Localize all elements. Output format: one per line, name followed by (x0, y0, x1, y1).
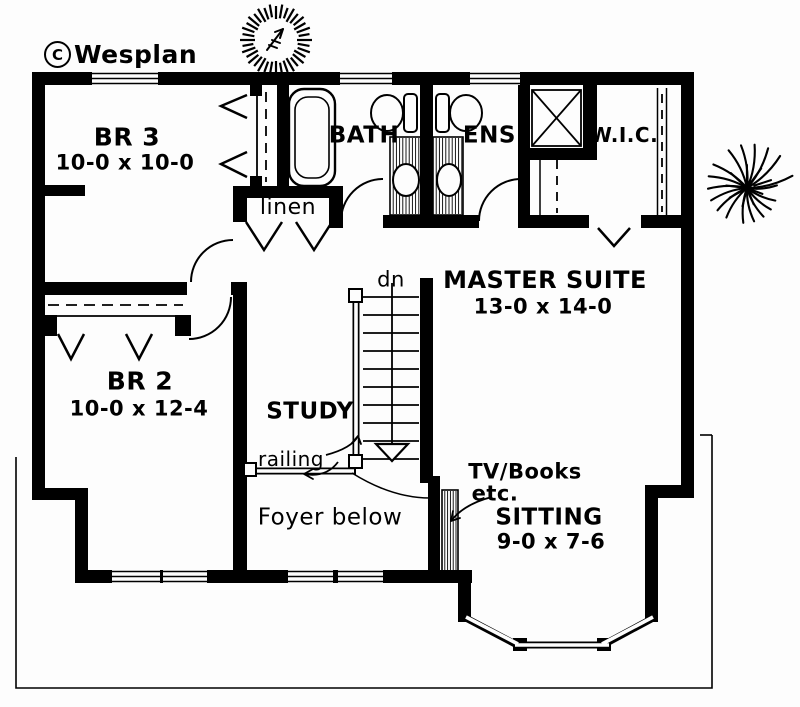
room-label-linen: linen (259, 195, 317, 220)
foyer-below-label: Foyer below (257, 504, 403, 531)
room-label-br3: BR 3 (93, 122, 161, 152)
tv-bookshelf (441, 489, 459, 583)
toilet-bath (370, 93, 418, 133)
toilet-ens (435, 93, 483, 133)
room-label-master: MASTER SUITE (443, 266, 647, 294)
ens-door-arc (478, 178, 522, 222)
stairs (348, 283, 431, 499)
vanity-bath (389, 136, 423, 216)
linen-bifold-doors (244, 221, 334, 253)
shower (531, 89, 582, 147)
br2-door-arc (188, 296, 232, 340)
stair-down-arrow (373, 442, 411, 463)
stairs-down-label: dn (377, 267, 405, 292)
room-label-sitting: SITTING (495, 504, 603, 531)
br3-closet (217, 88, 267, 184)
wic-closet-rods (539, 88, 668, 215)
brand-name: Wesplan (74, 40, 198, 69)
master-entry-marker (597, 227, 631, 248)
room-dims-br2: 10-0 x 12-4 (69, 396, 209, 421)
room-label-study: STUDY (266, 398, 354, 425)
railing-line (243, 462, 356, 477)
door-arcs (188, 178, 522, 340)
br2-closet (48, 304, 183, 362)
tree-icon (706, 143, 794, 224)
etc-label: etc. (471, 481, 519, 506)
vanity-ens (432, 136, 464, 216)
north-sun-icon (240, 4, 312, 76)
tv-books-arrow (450, 496, 493, 522)
room-dims-sitting: 9-0 x 7-6 (496, 529, 606, 554)
bay-window (462, 613, 657, 650)
room-dims-br3: 10-0 x 10-0 (55, 150, 195, 175)
tv-books-label: TV/Books (468, 459, 582, 484)
room-label-bath: BATH (328, 122, 400, 149)
copyright-icon: C (44, 41, 71, 68)
hall-door-arc (190, 239, 234, 283)
lower-floor-outline (15, 434, 713, 689)
room-dims-master: 13-0 x 14-0 (473, 294, 613, 319)
railing-label: railing (257, 447, 325, 471)
room-label-wic: W.I.C. (589, 123, 659, 147)
bathtub (287, 87, 337, 188)
room-label-br2: BR 2 (106, 366, 174, 396)
room-label-ens: ENS. (462, 122, 526, 149)
annotation-arrows (303, 435, 493, 522)
bath-door-arc (340, 178, 384, 222)
brand-mark: C Wesplan (44, 40, 197, 69)
windows (92, 72, 520, 583)
